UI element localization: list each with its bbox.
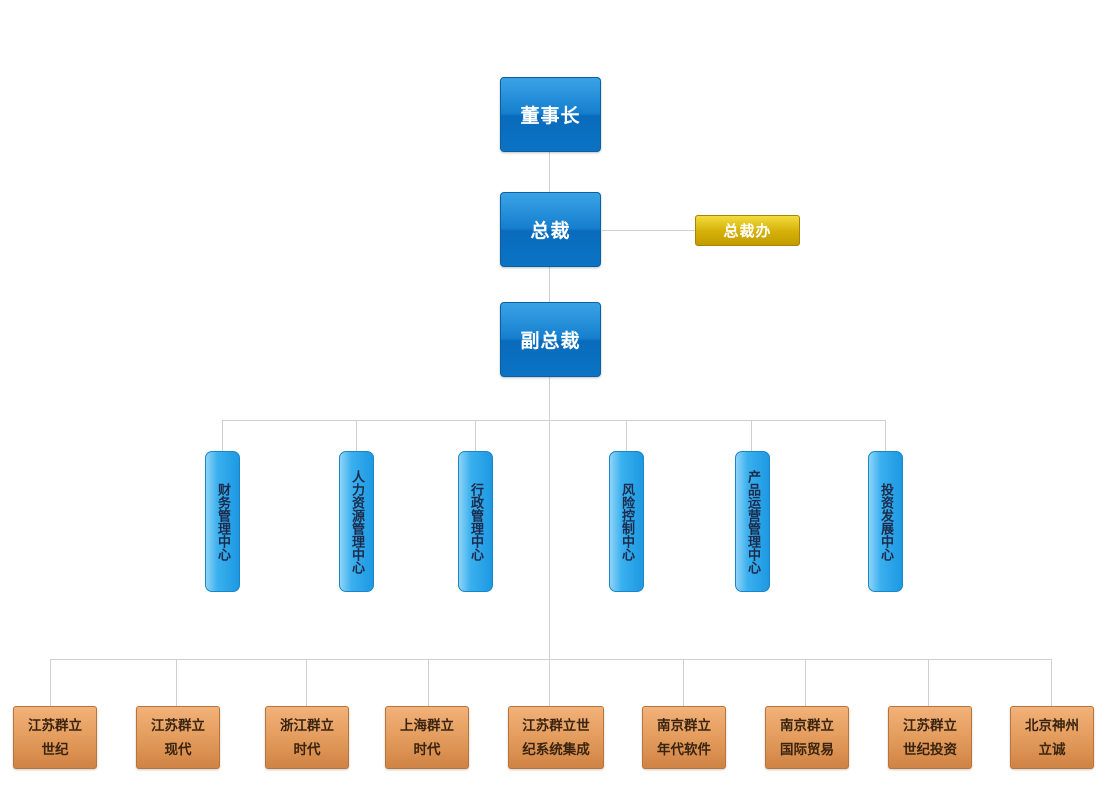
subsidiary-label: 江苏群立 世纪投资: [903, 717, 957, 758]
subsidiary-label: 江苏群立 世纪: [28, 717, 82, 758]
center-label: 财务管理中心: [215, 482, 230, 561]
subsidiary-label: 江苏群立世 纪系统集成: [522, 717, 590, 758]
subsidiary-node: 江苏群立 世纪投资: [888, 706, 972, 769]
connector-subsidiary-drop: [428, 659, 429, 706]
connector-center-drop: [356, 420, 357, 451]
subsidiary-node: 南京群立 国际贸易: [765, 706, 849, 769]
center-label: 产品运营管理中心: [745, 469, 760, 574]
center-node-finance: 财务管理中心: [205, 451, 240, 592]
connector-center-drop: [885, 420, 886, 451]
connector-main-vertical: [549, 152, 550, 659]
subsidiary-node: 南京群立 年代软件: [642, 706, 726, 769]
subsidiary-node: 江苏群立 世纪: [13, 706, 97, 769]
center-node-product-ops: 产品运营管理中心: [735, 451, 770, 592]
connector-subsidiary-drop: [805, 659, 806, 706]
connector-subsidiary-drop: [683, 659, 684, 706]
subsidiary-node: 上海群立 时代: [385, 706, 469, 769]
center-node-hr: 人力资源管理中心: [339, 451, 374, 592]
center-node-risk: 风险控制中心: [609, 451, 644, 592]
president-office-node: 总裁办: [695, 215, 800, 246]
subsidiary-label: 江苏群立 现代: [151, 717, 205, 758]
connector-subsidiary-drop: [306, 659, 307, 706]
connector-subsidiaries-horizontal: [50, 659, 1052, 660]
vice-president-node: 副总裁: [500, 302, 601, 377]
vice-president-label: 副总裁: [520, 330, 581, 352]
president-label: 总裁: [530, 220, 571, 242]
center-node-investment: 投资发展中心: [868, 451, 903, 592]
connector-center-drop: [751, 420, 752, 451]
chairman-node: 董事长: [500, 77, 601, 152]
connector-subsidiary-drop: [1051, 659, 1052, 706]
subsidiary-label: 南京群立 国际贸易: [780, 717, 834, 758]
connector-centers-horizontal: [222, 420, 886, 421]
president-node: 总裁: [500, 192, 601, 267]
subsidiary-label: 上海群立 时代: [400, 717, 454, 758]
subsidiary-node: 江苏群立 现代: [136, 706, 220, 769]
subsidiary-label: 北京神州 立诚: [1025, 717, 1079, 758]
connector-subsidiary-drop: [928, 659, 929, 706]
chairman-label: 董事长: [520, 105, 581, 127]
connector-office: [602, 230, 695, 231]
connector-subsidiary-drop: [176, 659, 177, 706]
connector-subsidiary-drop: [549, 659, 550, 706]
connector-center-drop: [475, 420, 476, 451]
subsidiary-node: 北京神州 立诚: [1010, 706, 1094, 769]
center-label: 行政管理中心: [468, 482, 483, 561]
subsidiary-node: 江苏群立世 纪系统集成: [508, 706, 604, 769]
president-office-label: 总裁办: [723, 222, 772, 240]
center-node-admin: 行政管理中心: [458, 451, 493, 592]
center-label: 人力资源管理中心: [349, 469, 364, 574]
connector-center-drop: [222, 420, 223, 451]
subsidiary-label: 南京群立 年代软件: [657, 717, 711, 758]
center-label: 风险控制中心: [619, 482, 634, 561]
connector-subsidiary-drop: [50, 659, 51, 706]
connector-center-drop: [626, 420, 627, 451]
center-label: 投资发展中心: [878, 482, 893, 561]
subsidiary-node: 浙江群立 时代: [265, 706, 349, 769]
subsidiary-label: 浙江群立 时代: [280, 717, 334, 758]
